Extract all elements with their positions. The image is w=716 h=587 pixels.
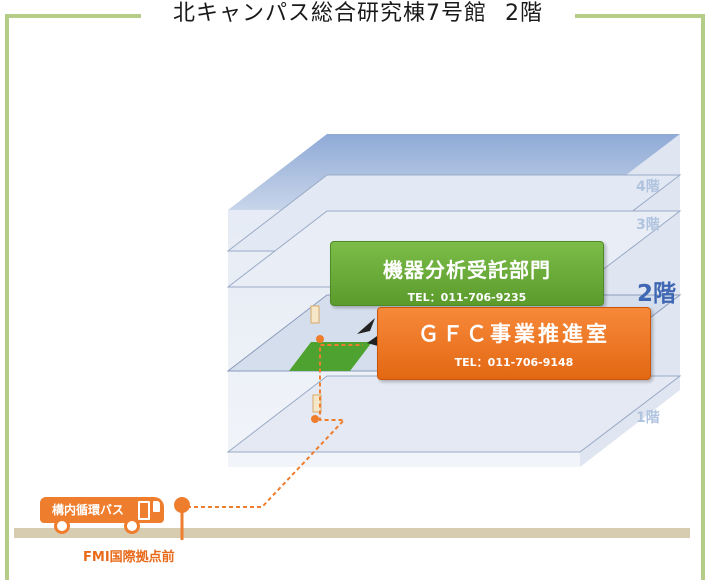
floor-label-4: 4階: [636, 179, 660, 195]
bus-label: 構内循環バス: [52, 503, 125, 517]
bus-window-icon: [153, 501, 160, 512]
floor-label-3: 3階: [636, 217, 660, 233]
bus-door-icon: [138, 501, 150, 520]
office-gfc: ＧＦＣ事業推進室 TEL：011-706-9148: [377, 307, 651, 380]
elevator-2f: [310, 305, 320, 324]
building-name: 北キャンパス総合研究棟7号館: [173, 1, 487, 26]
title-bar: 北キャンパス総合研究棟7号館 2階: [0, 0, 716, 28]
route-path: [187, 344, 363, 508]
title-floor: 2階: [505, 1, 543, 26]
route-node-lower: [311, 415, 319, 423]
callout-pointer-green: [357, 318, 375, 334]
office-tel: TEL：011-706-9148: [454, 356, 574, 369]
office-instrument-analysis: 機器分析受託部門 TEL：011-706-9235: [330, 241, 604, 306]
office-name: 機器分析受託部門: [383, 258, 551, 282]
page-title: 北キャンパス総合研究棟7号館 2階: [141, 0, 575, 28]
floor-label-1: 1階: [636, 410, 660, 426]
bus-stop-pin: [174, 497, 190, 513]
elevator-1f: [312, 394, 322, 413]
bus-wheel-icon: [124, 518, 140, 534]
floor-slab-1: [226, 375, 682, 453]
callout-pointer-orange: [367, 334, 380, 346]
bus-wheel-icon: [54, 518, 70, 534]
office-tel: TEL：011-706-9235: [407, 291, 527, 304]
room-highlight: [289, 342, 372, 371]
campus-bus: 構内循環バス: [40, 497, 164, 523]
office-name: ＧＦＣ事業推進室: [418, 322, 610, 346]
floor-label-2: 2階: [637, 281, 677, 307]
ground-strip: [14, 528, 690, 538]
route-node-upper: [316, 335, 324, 343]
bus-stop-label: FMI国際拠点前: [83, 550, 175, 565]
